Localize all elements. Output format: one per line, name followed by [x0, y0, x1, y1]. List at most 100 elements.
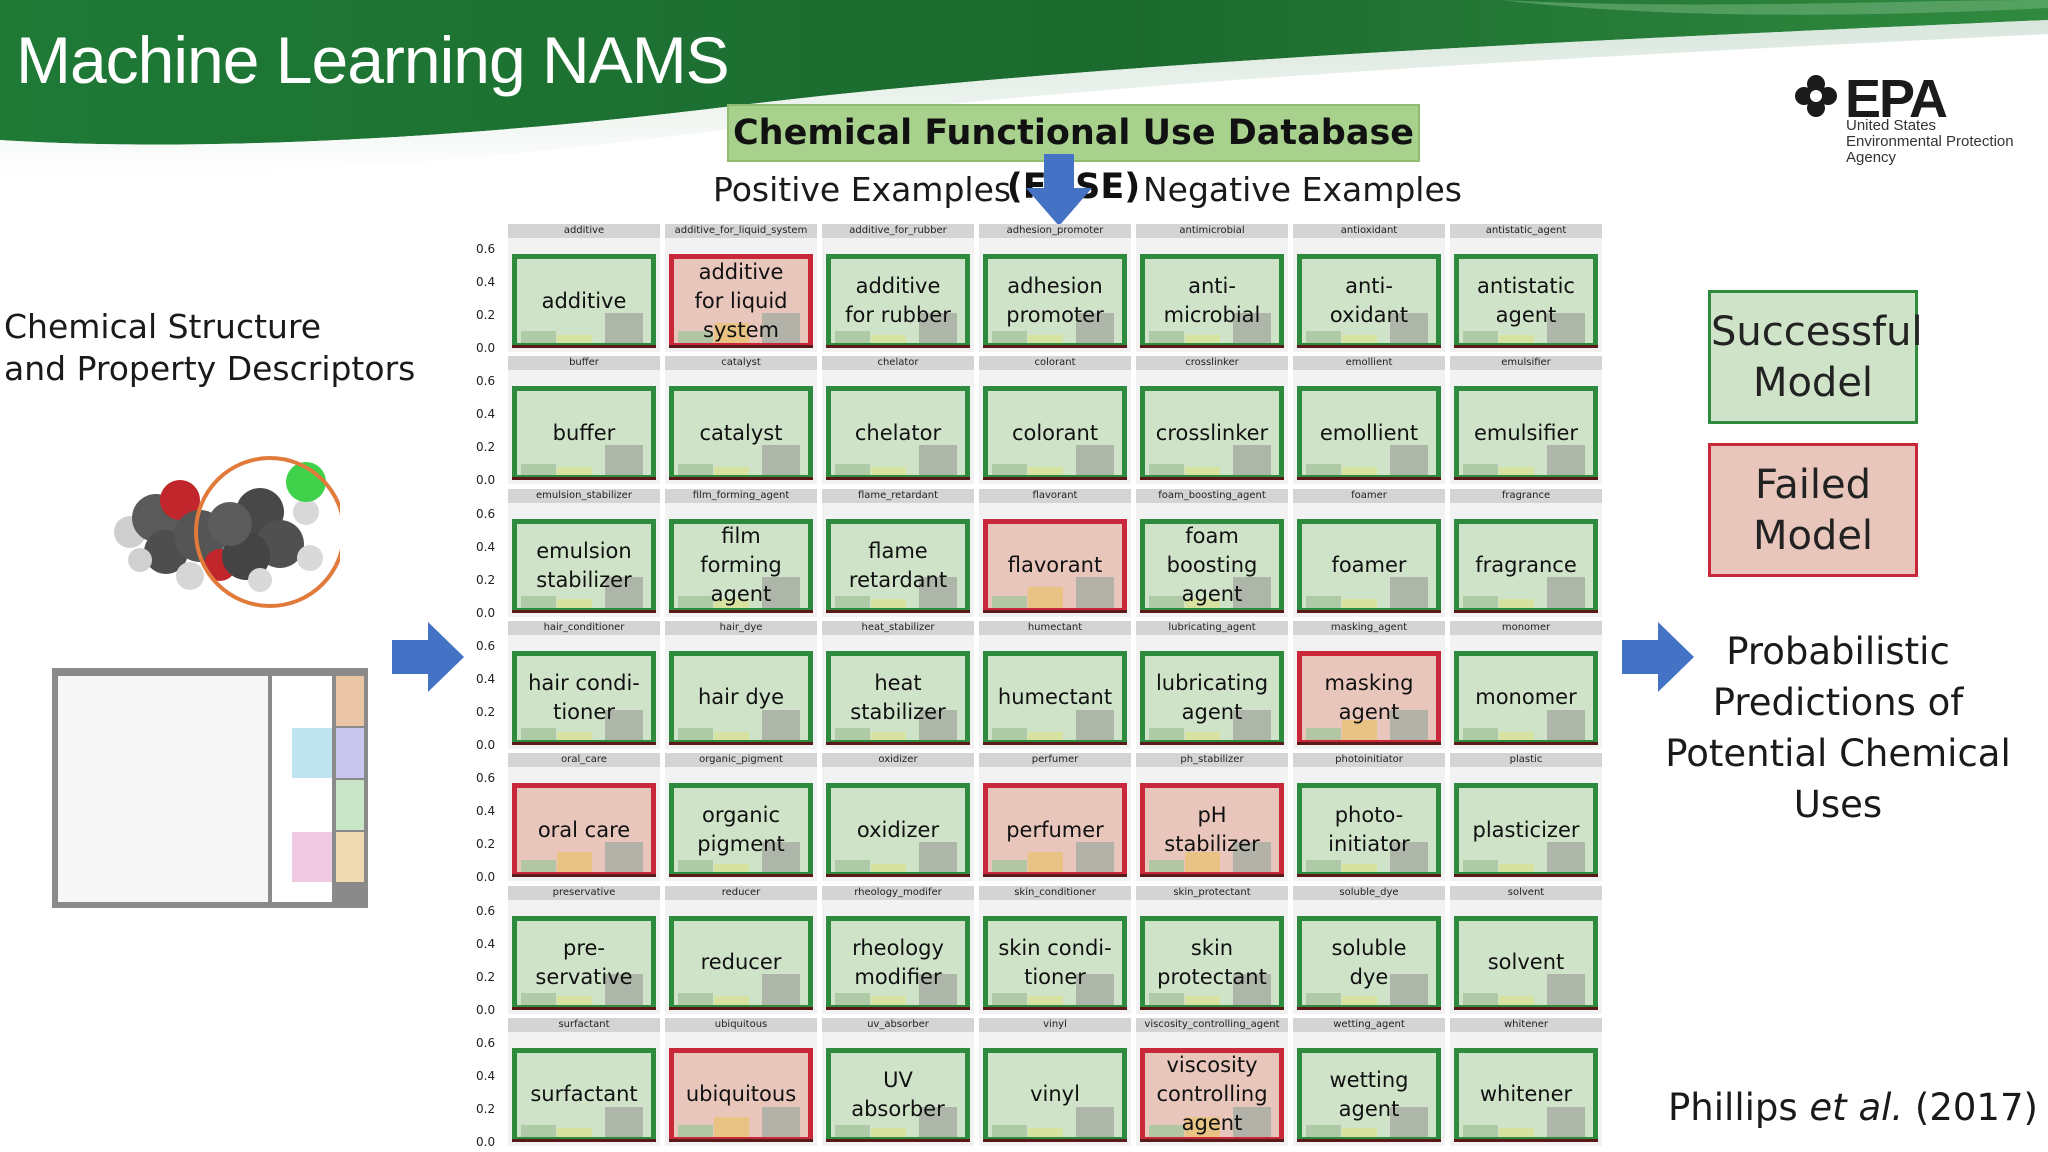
model-cell-plot: foam boosting agent [1136, 502, 1288, 617]
histogram-bar [835, 331, 870, 343]
successful-model-frame: skin condi- tioner [983, 915, 1127, 1010]
plot-baseline [1140, 874, 1284, 878]
model-cell-label: additive [541, 288, 627, 313]
model-cell-label: hair condi- tioner [528, 670, 640, 724]
histogram-bar [1306, 1125, 1341, 1137]
histogram-bar [605, 577, 643, 608]
output-line3: Potential Chemical [1665, 732, 2011, 775]
plot-baseline [1454, 609, 1598, 613]
successful-model-frame: adhesion promoter [983, 254, 1127, 348]
model-cell-header: oxidizer [822, 753, 974, 768]
model-cell-header: perfumer [979, 753, 1131, 768]
plot-baseline [512, 874, 656, 878]
histogram-bar [1185, 334, 1221, 343]
histogram-bar [1463, 463, 1498, 476]
histogram-bar [678, 1125, 713, 1137]
histogram-bar [714, 322, 750, 343]
model-cell-plot: buffer [508, 370, 660, 485]
histogram-bar [1028, 852, 1064, 873]
histogram-bar [1342, 863, 1378, 873]
successful-model-frame: antistatic agent [1454, 254, 1598, 348]
model-cell-plot: photo- initiator [1293, 767, 1445, 882]
histogram-bar [835, 463, 870, 476]
histogram-bar [871, 334, 907, 343]
model-cell-header: monomer [1450, 620, 1602, 635]
plot-baseline [1140, 345, 1284, 348]
histogram-bar [1463, 992, 1498, 1005]
model-cell-header: catalyst [665, 356, 817, 371]
legend-success-line1: Successful [1711, 309, 1923, 355]
model-cell-header: vinyl [979, 1017, 1131, 1032]
histogram-bar [835, 860, 870, 873]
histogram-bar [1463, 331, 1498, 343]
model-cell-label: fragrance [1475, 553, 1577, 578]
model-cell-header: whitener [1450, 1017, 1602, 1032]
model-cell-label: wetting agent [1329, 1067, 1409, 1121]
model-cell-label: heat stabilizer [850, 670, 946, 724]
histogram-bar [521, 728, 556, 740]
y-axis-tick-label: 0.6 [476, 242, 496, 256]
successful-model-frame: film forming agent [669, 518, 813, 613]
histogram-bar [1149, 992, 1184, 1005]
histogram-bar [521, 595, 556, 608]
histogram-bar [835, 992, 870, 1005]
output-line2: Predictions of [1712, 681, 1964, 724]
histogram-bar [1547, 974, 1585, 1005]
histogram-bar [1076, 974, 1114, 1005]
model-cell-header: wetting_agent [1293, 1017, 1445, 1032]
model-cell-fragrance: fragrance fragrance [1450, 488, 1602, 617]
model-cell-header: fragrance [1450, 488, 1602, 503]
histogram-bar [992, 992, 1027, 1005]
model-cell-plot: reducer [665, 899, 817, 1014]
model-cell-header: buffer [508, 356, 660, 371]
histogram-bar [714, 1116, 750, 1137]
model-cell-plot: perfumer [979, 767, 1131, 882]
histogram-bar [1185, 996, 1221, 1005]
output-description: Probabilistic Predictions of Potential C… [1660, 626, 2016, 830]
model-cell-plot: emulsion stabilizer [508, 502, 660, 617]
model-cell-plot: pre- servative [508, 899, 660, 1014]
model-cell-plot: hair dye [665, 634, 817, 749]
successful-model-frame: emulsifier [1454, 386, 1598, 481]
model-cell-plot: wetting agent [1293, 1031, 1445, 1146]
model-cell-header: antimicrobial [1136, 224, 1288, 238]
successful-model-frame: humectant [983, 650, 1127, 745]
model-cell-plot: whitener [1450, 1031, 1602, 1146]
model-cell-label: foam boosting agent [1166, 524, 1258, 607]
histogram-bar [1342, 1128, 1378, 1137]
model-cell-header: hair_conditioner [508, 620, 660, 635]
plot-baseline [669, 741, 813, 745]
model-cell-label: solvent [1487, 950, 1565, 974]
model-cell-plot: UV absorber [822, 1031, 974, 1146]
model-cell-header: viscosity_controlling_agent [1136, 1017, 1288, 1032]
histogram-bar [1185, 852, 1221, 873]
model-cell-header: emulsifier [1450, 356, 1602, 371]
plot-baseline [669, 1138, 813, 1142]
successful-model-frame: skin protectant [1140, 915, 1284, 1010]
model-cell-label: monomer [1475, 685, 1577, 710]
histogram-bar [521, 463, 556, 476]
y-axis-tick-label: 0.4 [476, 1068, 496, 1083]
model-cell-header: lubricating_agent [1136, 620, 1288, 635]
model-cell-plot: oxidizer [822, 767, 974, 882]
histogram-bar [919, 445, 957, 476]
plot-baseline [983, 1138, 1127, 1142]
y-axis-tick-label: 0.0 [476, 473, 496, 488]
plot-baseline [983, 345, 1127, 348]
model-cell-label: antistatic agent [1477, 274, 1575, 327]
plot-baseline [1297, 1138, 1441, 1142]
y-axis-tick-label: 0.2 [476, 704, 496, 719]
model-cell-plot: flame retardant [822, 502, 974, 617]
model-cell-plot: colorant [979, 370, 1131, 485]
model-cell-label: vinyl [1030, 1082, 1080, 1107]
model-cell-plot: fragrance [1450, 502, 1602, 617]
plot-baseline [1140, 477, 1284, 481]
